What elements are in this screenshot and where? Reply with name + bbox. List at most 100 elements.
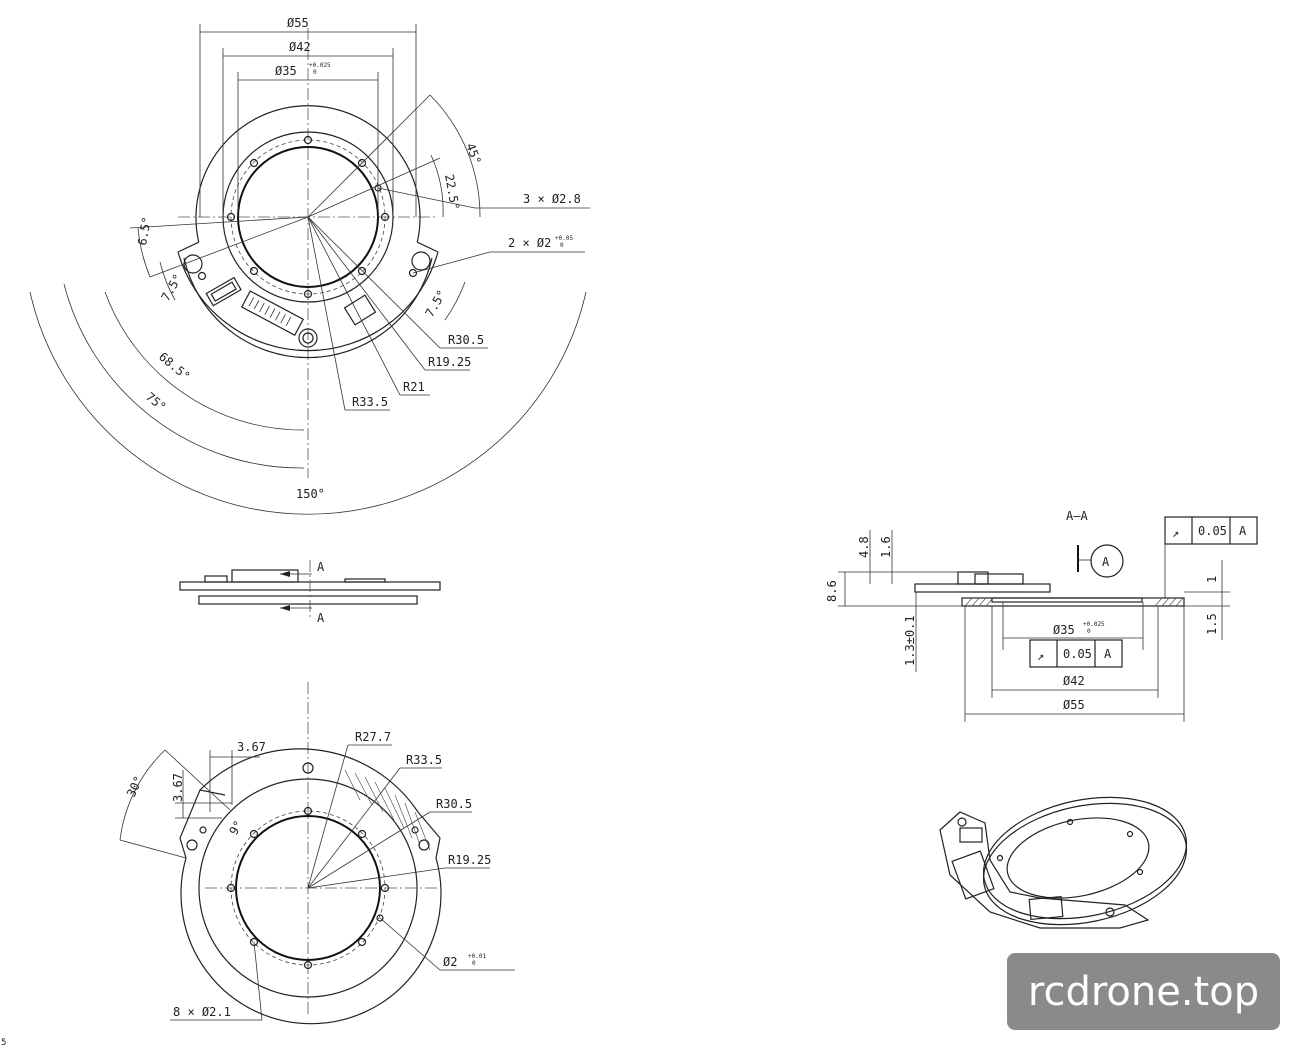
bottom-bore-circle (235, 815, 381, 961)
side-chip (344, 578, 386, 583)
side-connector (231, 569, 299, 583)
dim-a7-5-right: 7.5° (422, 287, 449, 319)
dim-sec-d35: Ø35 (1053, 623, 1075, 637)
sensor-chip (343, 294, 377, 326)
iso-connector (951, 850, 995, 900)
side-plate-bottom (198, 595, 418, 605)
dim-h1-6: 1.6 (879, 536, 893, 558)
dim-r21: R21 (403, 380, 425, 394)
outer-ring-notch-left (177, 241, 199, 253)
connector-large (240, 290, 304, 336)
dim-bottom-d2-tol-lower: 0 (472, 960, 476, 967)
bottom-outer-arc (180, 857, 442, 1025)
dim-sec-d42: Ø42 (1063, 674, 1085, 688)
bolt-circle (230, 139, 386, 295)
side-comp-1 (204, 575, 228, 583)
iso-hole-1 (957, 817, 967, 827)
dim-bottom-d2: Ø2 (443, 955, 457, 969)
runout-symbol-top: ↗ (1172, 526, 1179, 540)
side-view: A A (179, 560, 441, 625)
dim-a7-5-left: 7.5° (158, 271, 185, 303)
dim-a150: 150° (296, 487, 325, 501)
iso-bore (1006, 817, 1150, 899)
section-pcb (914, 583, 1051, 593)
dim-bottom-h3-67: 3.67 (171, 773, 185, 802)
dim-d35-tol-upper: +0.025 (309, 62, 331, 69)
iso-chip (1028, 895, 1064, 921)
dim-a22-5: 22.5° (442, 173, 462, 211)
iso-plate (939, 811, 1150, 929)
iso-hole-5 (1126, 830, 1134, 838)
lug-hole-right (411, 251, 431, 271)
dim-bottom-r27-7: R27.7 (355, 730, 391, 744)
dim-bottom-d2-tol-upper: +0.01 (468, 953, 486, 960)
section-mark-top: A (317, 560, 325, 574)
bottom-ring-circle (198, 778, 418, 998)
runout-value-top: 0.05 (1198, 524, 1227, 538)
iso-hole-6 (1136, 868, 1144, 876)
lug-pin-left (197, 271, 207, 281)
lug-hole-left (183, 254, 203, 274)
bottom-hatch (344, 769, 431, 851)
dim-a45: 45° (463, 141, 484, 166)
outer-ring-arc (195, 105, 421, 243)
iso-hole-2 (1105, 907, 1115, 917)
iso-outer (982, 796, 1188, 920)
dim-r33-5: R33.5 (352, 395, 388, 409)
dim-bottom-r30-5: R30.5 (436, 797, 472, 811)
dim-h1-3: 1.3±0.1 (903, 615, 917, 666)
iso-connector-small (959, 827, 983, 843)
dim-a75: 75° (143, 390, 169, 415)
callout-8x-d2-1: 8 × Ø2.1 (173, 1005, 231, 1019)
bottom-view: 3.67 3.67 30° 9° R27.7 R33.5 R30.5 R19.2… (119, 682, 515, 1025)
watermark-text: rcdrone.top (1027, 968, 1260, 1015)
dim-sec-d35-tol-upper: +0.025 (1083, 621, 1105, 628)
lug-hole-bottom-inner (302, 332, 314, 344)
callout-2x-tol-lower: 0 (560, 242, 564, 249)
section-conn-1 (957, 571, 989, 585)
dim-r19-25: R19.25 (428, 355, 471, 369)
dim-d35: Ø35 (275, 64, 297, 78)
dim-a68-5: 68.5° (156, 350, 193, 384)
bottom-flex-arc (199, 748, 419, 813)
callout-3x-d2-8: 3 × Ø2.8 (523, 192, 581, 206)
dim-h4-8: 4.8 (857, 536, 871, 558)
iso-hole-3 (996, 854, 1004, 862)
dim-bottom-w3-67: 3.67 (237, 740, 266, 754)
dim-h8-6: 8.6 (825, 580, 839, 602)
iso-outer-bottom (982, 802, 1188, 926)
runout-datum-top: A (1239, 524, 1247, 538)
section-title: A—A (1066, 509, 1088, 523)
dim-d42: Ø42 (289, 40, 311, 54)
page-corner-mark: 5 (1, 1038, 6, 1048)
dim-bottom-r19-25: R19.25 (448, 853, 491, 867)
watermark-badge: rcdrone.top (1007, 953, 1280, 1030)
isometric-view (939, 796, 1188, 929)
datum-circle (1090, 544, 1124, 578)
dim-sec-d35-tol-lower: 0 (1087, 628, 1091, 635)
section-conn-2 (974, 573, 1024, 585)
connector-small (205, 276, 242, 307)
datum-label: A (1102, 555, 1110, 569)
top-view: Ø55 Ø42 Ø35 +0.025 0 45° 22.5° 3 × Ø2.8 … (29, 16, 590, 515)
flex-plate-arc (177, 251, 439, 352)
dim-h1-5: 1.5 (1205, 613, 1219, 635)
dim-h1: 1 (1205, 576, 1219, 583)
bolt-holes (226, 135, 390, 299)
lug-hole-bottom (298, 328, 318, 348)
bottom-bolt-circle (230, 810, 386, 966)
dim-r30-5: R30.5 (448, 333, 484, 347)
dim-bottom-a9: 9° (226, 818, 245, 838)
section-hatch (964, 597, 1184, 607)
lug-pin-right (408, 268, 418, 278)
dim-bottom-r33-5: R33.5 (406, 753, 442, 767)
runout-frame-mid (1029, 639, 1123, 668)
section-view: A—A A ↗ 0.05 A 8.6 4.8 1.6 (825, 509, 1258, 722)
runout-datum-mid: A (1104, 647, 1112, 661)
bottom-lug-right (417, 811, 441, 859)
dim-a6-5: 6.5° (135, 216, 154, 247)
section-mark-bottom: A (317, 611, 325, 625)
runout-symbol-mid: ↗ (1037, 649, 1044, 663)
bottom-lug-left (179, 789, 226, 859)
